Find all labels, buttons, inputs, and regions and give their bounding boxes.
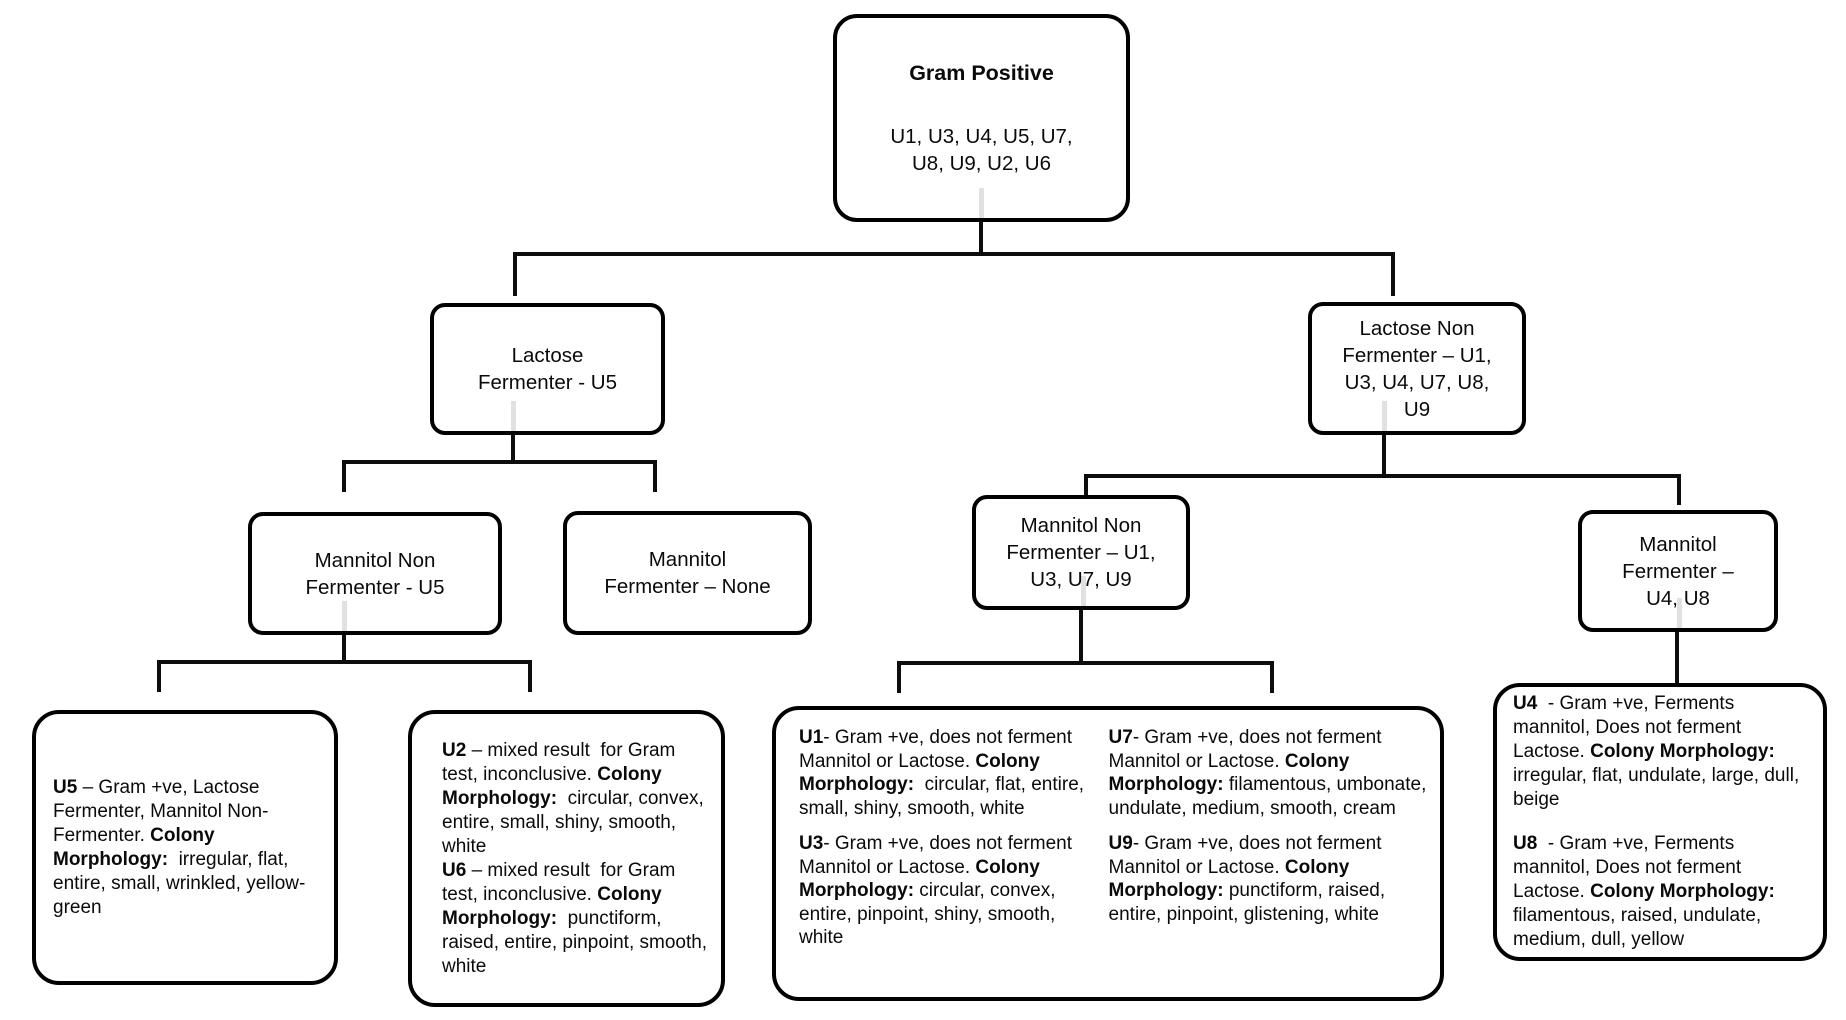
node-lactose-fermenter: Lactose Fermenter - U5 (430, 303, 665, 435)
connector-lactose-non-fermenter-down (1382, 435, 1386, 478)
connector-lactose-fermenter-down (511, 435, 515, 464)
connector-left3-bar (157, 660, 532, 664)
leaf-paragraph: U9- Gram +ve, does not ferment Mannitol … (1108, 833, 1391, 925)
connector-level1-bar (513, 252, 1395, 256)
connector-mannitol-non-right-down (1079, 610, 1083, 665)
connector-root-down (979, 222, 983, 256)
leaf-paragraph: U2 – mixed result for Gram test, inconcl… (442, 739, 710, 857)
node-gram-positive-label: Gram Positive U1, U3, U4, U5, U7, U8, U9… (890, 33, 1072, 204)
leaf-paragraph: U4 - Gram +ve, Ferments mannitol, Does n… (1513, 693, 1805, 810)
leaf-u4-u8: U4 - Gram +ve, Ferments mannitol, Does n… (1493, 683, 1827, 961)
node-label: Mannitol Non Fermenter – U1, U3, U7, U9 (1006, 514, 1156, 591)
connector-left2-bar (342, 460, 657, 464)
leaf-paragraph: U8 - Gram +ve, Ferments mannitol, Does n… (1513, 833, 1781, 950)
connector-mannitol-non-u5-down (342, 635, 346, 664)
node-title: Gram Positive (909, 60, 1054, 85)
node-label: Mannitol Non Fermenter - U5 (305, 548, 445, 599)
connector-right2-left-stub (1084, 474, 1088, 505)
node-label: Lactose Non Fermenter – U1, U3, U4, U7, … (1342, 316, 1492, 421)
connector-left2-right-stub (653, 460, 657, 492)
anchor-tick (979, 188, 984, 218)
node-mannitol-fermenter-u4-u8: Mannitol Fermenter – U4, U8 (1578, 510, 1778, 632)
anchor-tick (1677, 598, 1682, 628)
node-gram-positive: Gram Positive U1, U3, U4, U5, U7, U8, U9… (833, 14, 1130, 222)
leaf-paragraph: U1- Gram +ve, does not ferment Mannitol … (799, 727, 1090, 819)
leaf-paragraph: U7- Gram +ve, does not ferment Mannitol … (1108, 727, 1432, 819)
connector-left3-left-stub (157, 660, 161, 692)
leaf-paragraph: U6 – mixed result for Gram test, inconcl… (442, 859, 713, 977)
leaf-u1-u3-u7-u9: U1- Gram +ve, does not ferment Mannitol … (772, 706, 1444, 1001)
node-lactose-non-fermenter: Lactose Non Fermenter – U1, U3, U4, U7, … (1308, 302, 1526, 435)
anchor-tick (511, 401, 516, 431)
leaf-column-right: U7- Gram +ve, does not ferment Mannitol … (1109, 726, 1432, 997)
node-label: Lactose Fermenter - U5 (478, 344, 617, 394)
leaf-paragraph: U3- Gram +ve, does not ferment Mannitol … (799, 833, 1078, 948)
anchor-tick (1081, 576, 1086, 606)
connector-mid3-bar (897, 661, 1274, 665)
connector-level1-right-stub (1391, 252, 1395, 296)
anchor-tick (1382, 401, 1387, 431)
connector-mid3-left-stub (897, 661, 901, 693)
node-label: Mannitol Fermenter – None (604, 548, 771, 598)
node-label: Mannitol Fermenter – U4, U8 (1622, 532, 1734, 610)
node-ids: U1, U3, U4, U5, U7, U8, U9, U2, U6 (890, 124, 1073, 175)
connector-left2-left-stub (342, 460, 346, 492)
connector-mid3-right-stub (1270, 661, 1274, 693)
leaf-paragraph: U5 – Gram +ve, Lactose Fermenter, Mannit… (53, 776, 306, 918)
anchor-tick (342, 601, 347, 631)
node-mannitol-non-fermenter-u1-u3-u7-u9: Mannitol Non Fermenter – U1, U3, U7, U9 (972, 495, 1190, 610)
connector-left3-right-stub (528, 660, 532, 692)
node-mannitol-fermenter-none: Mannitol Fermenter – None (563, 511, 812, 635)
connector-mannitol-f-u4u8-down (1675, 632, 1679, 686)
connector-right2-right-stub (1677, 474, 1681, 505)
node-mannitol-non-fermenter-u5: Mannitol Non Fermenter - U5 (248, 512, 502, 635)
connector-right2-bar (1084, 474, 1681, 478)
leaf-column-left: U1- Gram +ve, does not ferment Mannitol … (799, 726, 1087, 997)
leaf-u5: U5 – Gram +ve, Lactose Fermenter, Mannit… (32, 710, 338, 985)
leaf-u2-u6: U2 – mixed result for Gram test, inconcl… (408, 710, 725, 1007)
connector-level1-left-stub (513, 252, 517, 296)
